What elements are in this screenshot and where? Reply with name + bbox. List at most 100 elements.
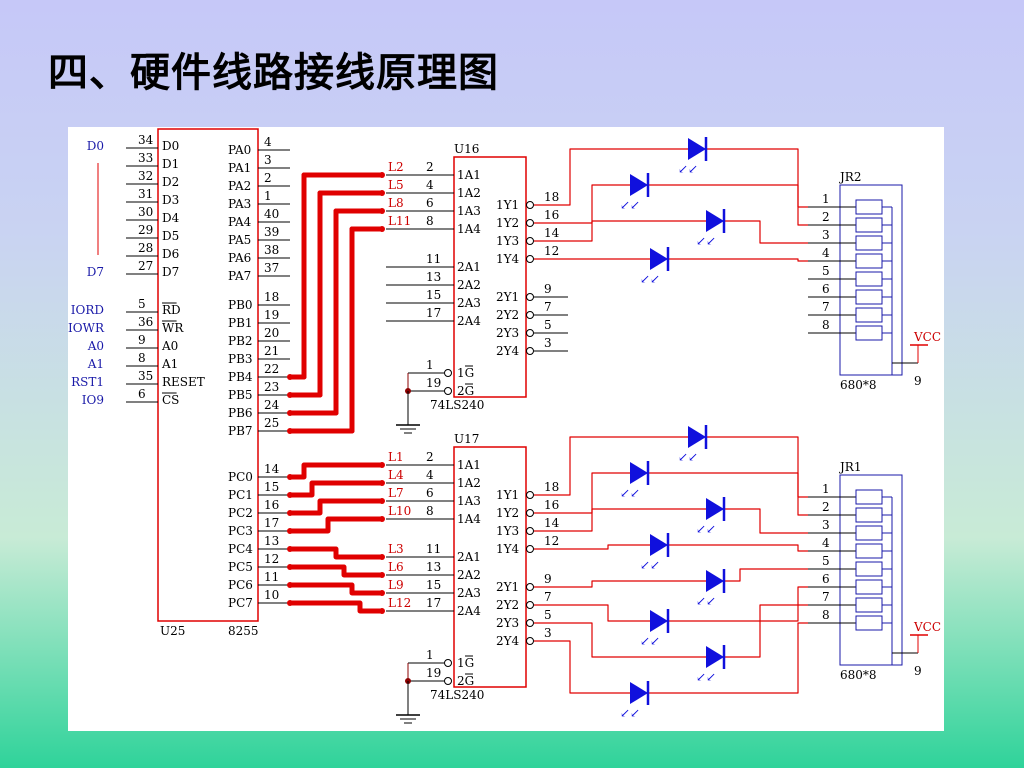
- bus-wire: [290, 190, 382, 398]
- pin-number: 4: [426, 178, 434, 192]
- led-wire: [534, 436, 808, 498]
- resistor-element: [855, 507, 883, 523]
- pin-number: 37: [264, 261, 279, 275]
- pin-signal: PC6: [228, 578, 253, 592]
- junction-dot: [287, 528, 293, 534]
- junction-dot: [379, 608, 385, 614]
- pin-number: 15: [264, 480, 279, 494]
- led-emission-arrows: ↙↙: [640, 634, 660, 648]
- pin-signal: 2A2: [457, 568, 481, 582]
- led-wire: [534, 604, 808, 658]
- net-label: L3: [388, 542, 404, 556]
- pin-signal: PC1: [228, 488, 253, 502]
- pin-number: 8: [426, 504, 434, 518]
- led-wire: [534, 472, 808, 516]
- bus-wire: [290, 546, 382, 560]
- pin-number: 27: [138, 259, 153, 273]
- pin-number: 3: [822, 518, 830, 532]
- led-diode: [706, 646, 724, 668]
- supply-label: VCC: [913, 330, 941, 344]
- pin-signal: PC5: [228, 560, 253, 574]
- pin-signal: 2G: [457, 674, 474, 688]
- pin-number: 35: [138, 369, 153, 383]
- inverter-bubble: [444, 387, 452, 395]
- led-wire: [534, 568, 808, 588]
- inverter-bubble: [444, 677, 452, 685]
- bus-wire: [290, 226, 382, 434]
- net-label: L6: [388, 560, 404, 574]
- pin-signal: 1A4: [457, 222, 481, 236]
- net-label: L5: [388, 178, 404, 192]
- led-emission-arrows: ↙↙: [620, 706, 640, 720]
- led-diode: [706, 570, 724, 592]
- buffer-ref: U16: [454, 142, 479, 156]
- resistor-element: [855, 235, 883, 251]
- pin-signal: WR: [162, 321, 184, 335]
- pin-number: 6: [822, 572, 830, 586]
- net-label: D0: [87, 139, 104, 153]
- resistor-element: [855, 597, 883, 613]
- inverter-bubble: [526, 311, 534, 319]
- pin-number: 10: [264, 588, 279, 602]
- inverter-bubble: [526, 601, 534, 609]
- pin-signal: PC2: [228, 506, 253, 520]
- pin-number: 18: [544, 190, 559, 204]
- junction-dot: [287, 546, 293, 552]
- pin-number: 1: [426, 648, 434, 662]
- pin-number: 32: [138, 169, 153, 183]
- pin-signal: PC4: [228, 542, 253, 556]
- pin-number: 5: [138, 297, 146, 311]
- pin-signal: 2Y1: [496, 290, 519, 304]
- pin-number: 17: [426, 596, 441, 610]
- pin-number: 19: [426, 666, 441, 680]
- pin-signal: RD: [162, 303, 181, 317]
- pin-number: 16: [544, 498, 559, 512]
- inverter-bubble: [526, 237, 534, 245]
- inverter-bubble: [526, 491, 534, 499]
- resistor-net-frame: [839, 474, 903, 666]
- pin-number: 2: [822, 500, 830, 514]
- net-label: L9: [388, 578, 404, 592]
- pin-signal: 2A2: [457, 278, 481, 292]
- pin-signal: PA7: [228, 269, 251, 283]
- inverter-bubble: [526, 293, 534, 301]
- pin-number: 9: [914, 664, 922, 678]
- pin-number: 23: [264, 380, 279, 394]
- led-wire: [534, 258, 808, 262]
- junction-dot: [379, 208, 385, 214]
- junction-dot: [287, 510, 293, 516]
- pin-signal: 2Y2: [496, 598, 519, 612]
- buffer-body: [453, 446, 527, 688]
- pin-number: 34: [138, 133, 154, 147]
- pin-number: 14: [264, 462, 280, 476]
- pin-signal: 2A4: [457, 604, 481, 618]
- pin-number: 3: [544, 626, 552, 640]
- pin-number: 20: [264, 326, 279, 340]
- junction-dot: [287, 410, 293, 416]
- inverter-bubble: [526, 619, 534, 627]
- junction-dot: [379, 190, 385, 196]
- pin-signal: 2Y3: [496, 616, 519, 630]
- inverter-bubble: [526, 219, 534, 227]
- pin-signal: 1Y1: [496, 488, 519, 502]
- pin-signal: 1Y1: [496, 198, 519, 212]
- resistor-element: [855, 525, 883, 541]
- pin-number: 33: [138, 151, 153, 165]
- led-wire: [534, 148, 808, 208]
- resistor-element: [855, 561, 883, 577]
- pin-signal: 2A1: [457, 260, 481, 274]
- pin-signal: D6: [162, 247, 179, 261]
- pin-signal: 1A1: [457, 168, 481, 182]
- inverter-bubble: [444, 659, 452, 667]
- resistor-element: [855, 615, 883, 631]
- net-label: L10: [388, 504, 411, 518]
- led-diode: [650, 248, 668, 270]
- pin-number: 12: [264, 552, 279, 566]
- pin-number: 7: [544, 300, 552, 314]
- pin-number: 12: [544, 534, 559, 548]
- bus-wire: [290, 582, 382, 596]
- buffer-ref: U17: [454, 432, 479, 446]
- pin-number: 11: [264, 570, 279, 584]
- led-emission-arrows: ↙↙: [640, 558, 660, 572]
- resistor-element: [855, 307, 883, 323]
